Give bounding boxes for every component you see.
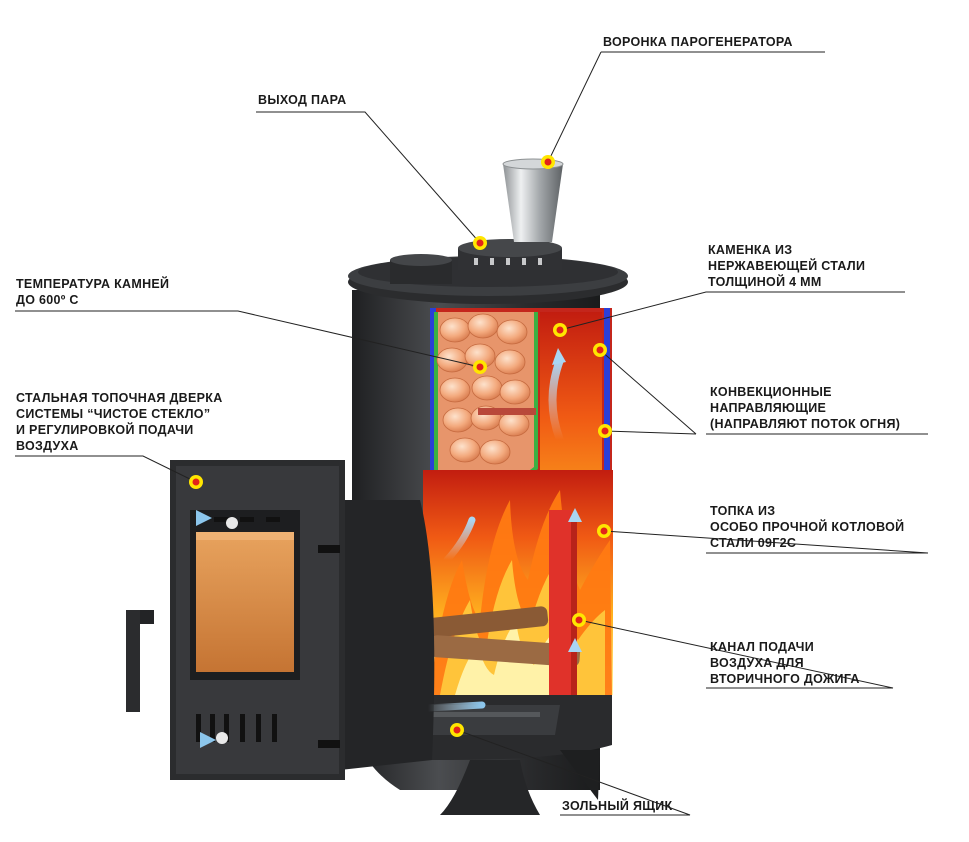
stone [436,347,468,373]
label-funnel: ВОРОНКА ПАРОГЕНЕРАТОРА [603,35,793,49]
label-convection: КОНВЕКЦИОННЫЕ НАПРАВЛЯЮЩИЕ (НАПРАВЛЯЮТ П… [710,385,901,431]
stone [449,437,481,463]
hotspot-marker-core [453,726,461,734]
air-pipe [478,408,536,415]
stone [479,439,511,465]
stone [499,379,531,405]
stone [494,349,526,375]
hotspot-markers [189,155,612,737]
label-door: СТАЛЬНАЯ ТОПОЧНАЯ ДВЕРКА СИСТЕМЫ “ЧИСТОЕ… [16,391,223,453]
hotspot-marker-core [556,326,564,334]
label-stone-temp: ТЕМПЕРАТУРА КАМНЕЙ ДО 600º С [16,277,170,307]
hotspot-marker-core [192,478,200,486]
label-steam-exit: ВЫХОД ПАРА [258,93,347,107]
hotspot-marker-core [575,616,583,624]
stone [471,375,503,401]
hotspot-marker-core [601,427,609,435]
stone [442,407,474,433]
label-air-channel: КАНАЛ ПОДАЧИ ВОЗДУХА ДЛЯ ВТОРИЧНОГО ДОЖИ… [710,640,860,686]
hotspot-marker-core [544,158,552,166]
heater-cutaway [423,308,613,720]
firebox-door [126,460,435,780]
leader-lines [15,51,929,816]
hotspot-marker-core [600,527,608,535]
hotspot-marker-core [476,363,484,371]
stone [467,313,499,339]
label-ash-box: ЗОЛЬНЫЙ ЯЩИК [562,799,673,813]
stone [498,411,530,437]
hotspot-marker-core [596,346,604,354]
stone [496,319,528,345]
steam-generator-funnel [502,158,564,242]
air-flow-arrows [95,348,582,748]
stone [439,317,471,343]
hotspot-marker-core [476,239,484,247]
stone [439,377,471,403]
label-firebox: ТОПКА ИЗ ОСОБО ПРОЧНОЙ КОТЛОВОЙ СТАЛИ 09… [710,504,905,550]
stones [436,313,536,465]
label-heater: КАМЕНКА ИЗ НЕРЖАВЕЮЩЕЙ СТАЛИ ТОЛЩИНОЙ 4 … [708,243,866,289]
